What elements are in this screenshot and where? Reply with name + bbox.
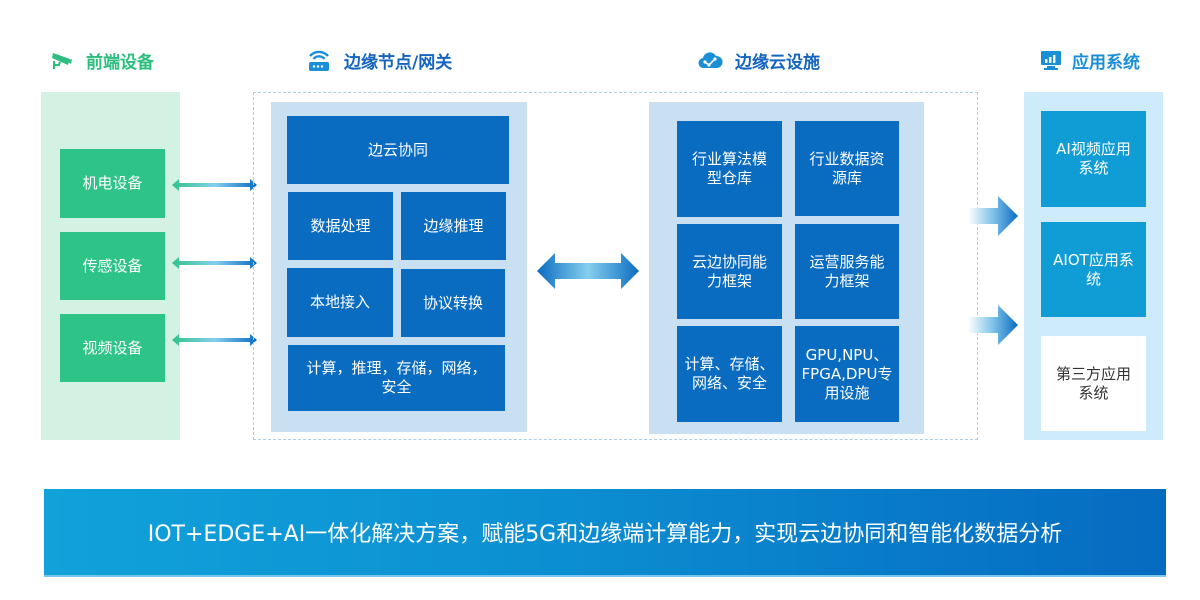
bidirectional-arrow-1 [172,179,257,191]
router-icon [306,47,332,73]
header-edge-gateway-label: 边缘节点/网关 [344,52,453,73]
app-aiot: AIOT应用系统 [1041,222,1146,317]
gateway-cloud-arrow [537,253,639,289]
device-electromechanical: 机电设备 [60,149,165,218]
summary-banner: IOT+EDGE+AI一体化解决方案，赋能5G和边缘端计算能力，实现云边协同和智… [44,489,1166,577]
cloud-share-icon [697,47,723,73]
cloud-infrastructure: 计算、存储、网络、安全 [677,326,782,422]
data-processing: 数据处理 [288,192,393,260]
industry-algorithm-repo: 行业算法模型仓库 [677,121,782,217]
operations-framework: 运营服务能力框架 [795,224,899,319]
app-ai-video: AI视频应用系统 [1041,111,1146,207]
header-edge-cloud-label: 边缘云设施 [735,52,820,73]
right-arrow-2 [968,305,1018,345]
accelerator-facilities: GPU,NPU、FPGA,DPU专用设施 [795,326,899,422]
bidirectional-arrow-2 [172,257,257,269]
header-front-devices-label: 前端设备 [86,52,154,73]
industry-data-repo: 行业数据资源库 [795,121,899,216]
device-sensor: 传感设备 [60,232,165,300]
protocol-conversion: 协议转换 [401,269,505,337]
header-front-devices: 前端设备 [48,44,154,76]
right-arrow-1 [968,196,1018,236]
monitor-chart-icon [1040,47,1062,73]
header-edge-cloud: 边缘云设施 [697,44,820,76]
edge-inference: 边缘推理 [401,192,506,260]
edge-cloud-collab: 边云协同 [287,116,509,184]
app-third-party: 第三方应用系统 [1041,336,1146,431]
local-access: 本地接入 [287,268,393,337]
summary-banner-text: IOT+EDGE+AI一体化解决方案，赋能5G和边缘端计算能力，实现云边协同和智… [147,522,1063,547]
header-edge-gateway: 边缘节点/网关 [306,44,452,76]
cloud-edge-framework: 云边协同能力框架 [677,224,782,319]
gateway-infrastructure: 计算，推理，存储，网络，安全 [288,345,505,411]
device-video: 视频设备 [60,314,165,382]
edge-dashed-frame [253,92,978,440]
bidirectional-arrow-3 [172,334,257,346]
header-applications-label: 应用系统 [1072,52,1140,73]
camera-icon [48,47,74,73]
header-applications: 应用系统 [1040,44,1140,76]
